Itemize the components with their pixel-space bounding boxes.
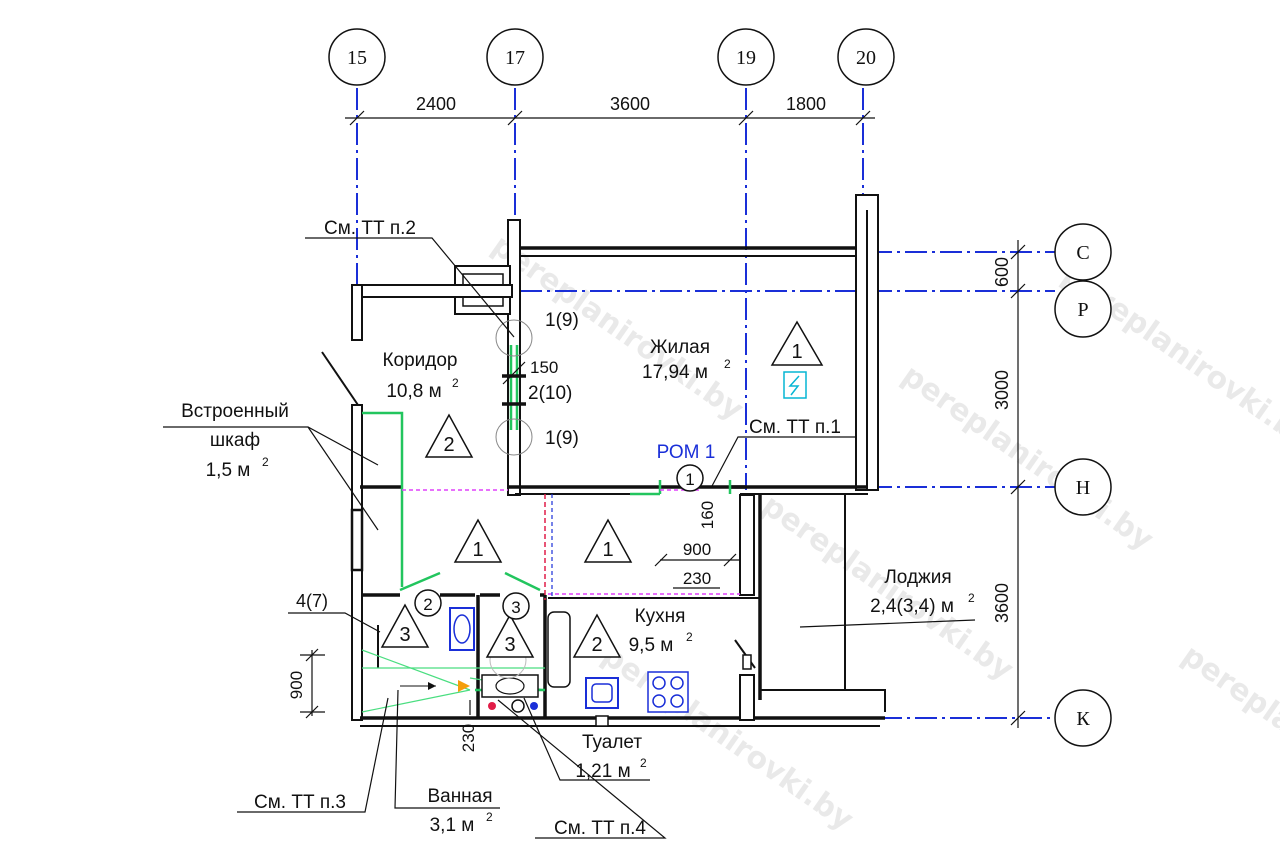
dim-600: 600 bbox=[992, 257, 1012, 287]
watermark-6: pereplanirovki.by bbox=[1175, 638, 1280, 838]
note-tt2: См. ТТ п.2 bbox=[324, 218, 416, 239]
dim-160: 160 bbox=[698, 501, 717, 529]
room-labels: Жилая 17,94 м 2 Коридор 10,8 м 2 Встроен… bbox=[181, 337, 976, 836]
axis-s-label: С bbox=[1076, 242, 1089, 264]
room-class-triangles: 1 2 1 1 2 3 3 bbox=[380, 320, 824, 658]
dim-230b: 230 bbox=[459, 724, 478, 752]
axis-r-label: Р bbox=[1077, 299, 1088, 321]
room-corridor-area: 10,8 м bbox=[386, 381, 441, 402]
callout-1-9a: 1(9) bbox=[545, 310, 579, 331]
room-bath-area: 3,1 м bbox=[430, 815, 475, 836]
note-pom1: РОМ 1 bbox=[657, 442, 716, 463]
callout-1-9b: 1(9) bbox=[545, 428, 579, 449]
note-tt4: См. ТТ п.4 bbox=[554, 818, 646, 839]
room-living-area: 17,94 м bbox=[642, 362, 708, 383]
axis-n-label: Н bbox=[1076, 477, 1090, 499]
room-loggia-name: Лоджия bbox=[884, 567, 951, 588]
room-kitchen-sup: 2 bbox=[686, 630, 693, 644]
room-kitchen-name: Кухня bbox=[635, 606, 686, 627]
triangle-hall-a: 1 bbox=[472, 539, 483, 561]
note-tt1: См. ТТ п.1 bbox=[749, 417, 841, 438]
room-corridor-name: Коридор bbox=[382, 350, 457, 371]
axis-17-label: 17 bbox=[505, 47, 525, 69]
room-closet-name1: Встроенный bbox=[181, 401, 289, 422]
circle-1: 1 bbox=[685, 470, 694, 489]
dim-900a: 900 bbox=[683, 540, 711, 559]
dim-3600: 3600 bbox=[610, 94, 650, 114]
room-kitchen-area: 9,5 м bbox=[629, 635, 674, 656]
axis-15-label: 15 bbox=[347, 47, 367, 69]
room-loggia-area: 2,4(3,4) м bbox=[870, 596, 954, 617]
dim-150: 150 bbox=[530, 358, 558, 377]
sink2-fixture bbox=[585, 677, 619, 709]
small-dimensions: 150 160 900 230 900 230 bbox=[287, 358, 740, 752]
dim-3000: 3000 bbox=[992, 370, 1012, 410]
callout-2-10: 2(10) bbox=[528, 383, 572, 404]
dim-3600r: 3600 bbox=[992, 583, 1012, 623]
room-closet-name2: шкаф bbox=[210, 430, 260, 451]
triangle-kitchen: 2 bbox=[591, 634, 602, 656]
numbered-circles: 1 2 3 bbox=[414, 464, 704, 620]
watermark-1: pereplanirovki.by bbox=[485, 228, 750, 428]
room-loggia-sup: 2 bbox=[968, 591, 975, 605]
triangle-living: 1 bbox=[791, 341, 802, 363]
toilet-fixture bbox=[481, 674, 539, 698]
room-toilet-name: Туалет bbox=[582, 732, 642, 753]
axis-bubbles: 15 17 19 20 С Р Н К bbox=[328, 28, 1112, 747]
room-corridor-sup: 2 bbox=[452, 376, 459, 390]
notes: См. ТТ п.2 См. ТТ п.1 РОМ 1 См. ТТ п.3 С… bbox=[163, 218, 855, 839]
room-bath-name: Ванная bbox=[427, 786, 492, 807]
axis-k-label: К bbox=[1076, 708, 1090, 730]
dim-230a: 230 bbox=[683, 569, 711, 588]
callout-4-7: 4(7) bbox=[296, 591, 328, 611]
fixtures bbox=[400, 371, 807, 713]
triangle-corridor: 2 bbox=[443, 434, 454, 456]
watermark-2: pereplanirovki.by bbox=[895, 358, 1160, 558]
room-closet-area: 1,5 м bbox=[206, 460, 251, 481]
axis-20-label: 20 bbox=[856, 47, 876, 69]
room-toilet-sup: 2 bbox=[640, 756, 647, 770]
right-dimensions: 600 3000 3600 bbox=[992, 240, 1026, 728]
axis-19-label: 19 bbox=[736, 47, 756, 69]
triangle-hall-b: 1 bbox=[602, 539, 613, 561]
note-tt3: См. ТТ п.3 bbox=[254, 792, 346, 813]
room-toilet-area: 1,21 м bbox=[575, 761, 630, 782]
magenta-lines bbox=[402, 489, 740, 600]
dim-900b: 900 bbox=[287, 671, 306, 699]
room-living-name: Жилая bbox=[650, 337, 710, 358]
circle-2: 2 bbox=[423, 595, 432, 614]
detail-circles bbox=[495, 319, 533, 456]
triangle-bath: 3 bbox=[399, 624, 410, 646]
room-bath-sup: 2 bbox=[486, 810, 493, 824]
room-closet-sup: 2 bbox=[262, 455, 269, 469]
fridge-fixture bbox=[547, 611, 571, 688]
circle-3: 3 bbox=[511, 598, 520, 617]
room-living-sup: 2 bbox=[724, 357, 731, 371]
top-dimensions: 2400 3600 1800 bbox=[345, 94, 875, 126]
dim-2400: 2400 bbox=[416, 94, 456, 114]
stove-fixture bbox=[647, 671, 689, 713]
triangle-toilet: 3 bbox=[504, 634, 515, 656]
dim-1800: 1800 bbox=[786, 94, 826, 114]
electrical-panel-icon bbox=[783, 371, 807, 399]
